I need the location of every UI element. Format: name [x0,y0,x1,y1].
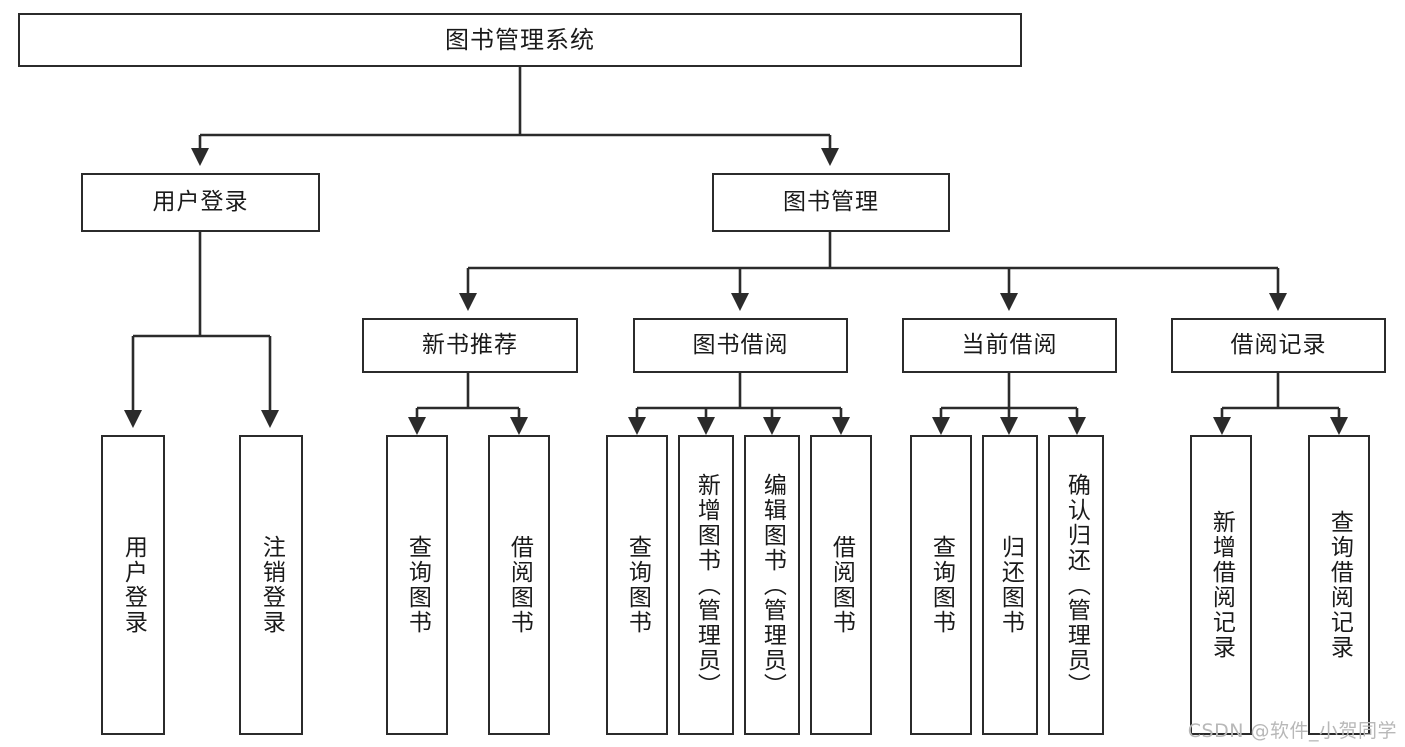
node-leaf-query-record[interactable]: 查询借阅记录 [1308,435,1370,735]
node-leaf-query-book-2[interactable]: 查询图书 [606,435,668,735]
node-label: 新书推荐 [422,331,518,358]
node-leaf-borrow-book-2[interactable]: 借阅图书 [810,435,872,735]
node-label: 新增借阅记录 [1208,510,1235,660]
node-label: 借阅图书 [828,535,855,635]
node-label: 图书管理系统 [445,25,595,54]
node-label: 归还图书 [997,535,1024,635]
node-label: 当前借阅 [961,331,1058,358]
node-label: 查询借阅记录 [1326,510,1353,660]
node-label: 借阅图书 [506,535,533,635]
node-current-borrow[interactable]: 当前借阅 [902,318,1117,373]
watermark-text: CSDN @软件_小贺同学 [1187,720,1397,742]
node-leaf-edit-book[interactable]: 编辑图书（管理员） [744,435,800,735]
node-leaf-add-record[interactable]: 新增借阅记录 [1190,435,1252,735]
node-leaf-user-logout[interactable]: 注销登录 [239,435,303,735]
node-label: 注销登录 [258,535,285,635]
node-user-login[interactable]: 用户登录 [81,173,320,232]
node-new-book-rec[interactable]: 新书推荐 [362,318,578,373]
node-leaf-return-book[interactable]: 归还图书 [982,435,1038,735]
node-leaf-query-book-3[interactable]: 查询图书 [910,435,972,735]
node-label: 图书借阅 [692,331,789,358]
node-root-system[interactable]: 图书管理系统 [18,13,1022,67]
node-leaf-user-login[interactable]: 用户登录 [101,435,165,735]
node-label: 用户登录 [120,535,147,635]
node-label: 确认归还（管理员） [1063,473,1090,698]
node-label: 新增图书（管理员） [693,473,720,698]
node-leaf-query-book-1[interactable]: 查询图书 [386,435,448,735]
node-label: 查询图书 [404,535,431,635]
node-label: 借阅记录 [1230,331,1327,358]
node-label: 编辑图书（管理员） [759,473,786,698]
node-leaf-borrow-book-1[interactable]: 借阅图书 [488,435,550,735]
node-book-borrow[interactable]: 图书借阅 [633,318,848,373]
node-book-manage[interactable]: 图书管理 [712,173,950,232]
node-leaf-confirm-return[interactable]: 确认归还（管理员） [1048,435,1104,735]
node-borrow-record[interactable]: 借阅记录 [1171,318,1386,373]
node-label: 查询图书 [624,535,651,635]
node-label: 图书管理 [783,188,879,215]
node-leaf-add-book[interactable]: 新增图书（管理员） [678,435,734,735]
node-label: 用户登录 [152,188,249,215]
node-label: 查询图书 [928,535,955,635]
